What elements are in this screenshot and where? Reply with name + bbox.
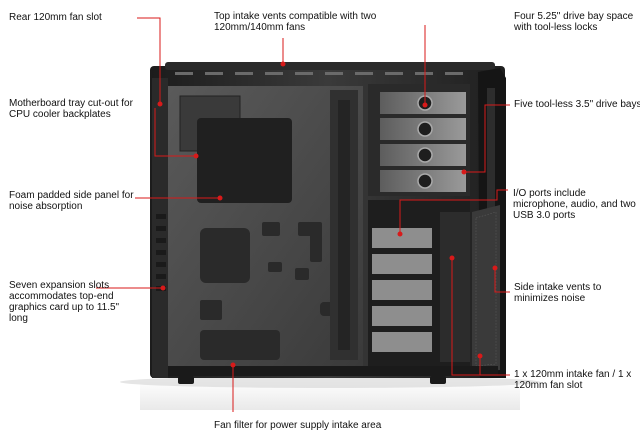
label-io-ports: I/O ports include microphone, audio, and… [513, 188, 636, 221]
label-expansion-slots: Seven expansion slots accommodates top-e… [9, 280, 120, 324]
label-drive-bay-525: Four 5.25" drive bay space with tool-les… [514, 11, 634, 33]
label-foam-panel: Foam padded side panel for noise absorpt… [9, 190, 134, 212]
side-intake-vents [472, 205, 500, 372]
label-rear-fan: Rear 120mm fan slot [9, 12, 102, 23]
drive-bays-525 [380, 92, 466, 192]
drive-bays-35 [372, 228, 432, 352]
label-side-vents: Side intake vents to minimizes noise [514, 282, 602, 304]
label-psu-filter: Fan filter for power supply intake area [214, 420, 382, 431]
cpu-cutout [197, 118, 292, 203]
pc-case [150, 62, 506, 384]
label-front-fan: 1 x 120mm intake fan / 1 x 120mm fan slo… [514, 369, 632, 391]
label-drive-bay-35: Five tool-less 3.5" drive bays [514, 99, 640, 110]
front-intake-fan [440, 212, 470, 362]
top-vents [175, 72, 463, 75]
callout-leaders [96, 17, 510, 412]
label-mobo-tray: Motherboard tray cut-out for CPU cooler … [9, 98, 133, 120]
label-top-vents: Top intake vents compatible with two 120… [214, 11, 377, 33]
